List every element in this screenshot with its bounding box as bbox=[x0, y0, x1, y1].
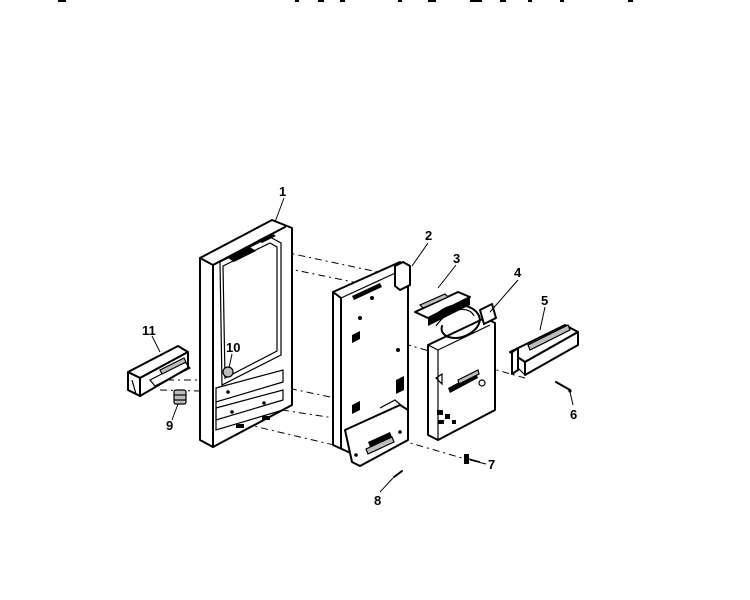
part-2-mounting-bracket bbox=[332, 261, 411, 467]
part-10-clip bbox=[222, 366, 234, 378]
part-1-front-frame bbox=[199, 219, 293, 448]
callout-5: 5 bbox=[541, 293, 548, 308]
callout-7: 7 bbox=[488, 457, 495, 472]
callout-6: 6 bbox=[570, 407, 577, 422]
callout-8: 8 bbox=[374, 493, 381, 508]
callout-2: 2 bbox=[425, 228, 432, 243]
callout-labels: 1 2 3 4 5 6 7 8 9 10 11 bbox=[142, 184, 577, 508]
part-5-rail bbox=[509, 324, 579, 376]
callout-1: 1 bbox=[279, 184, 286, 199]
callout-11: 11 bbox=[142, 323, 156, 338]
part-11-handle bbox=[127, 345, 191, 397]
part-8-screw bbox=[393, 470, 403, 478]
scan-artifacts bbox=[58, 0, 633, 2]
part-9-pin bbox=[173, 389, 187, 405]
callout-9: 9 bbox=[166, 418, 173, 433]
part-7-fastener bbox=[464, 454, 481, 464]
callout-3: 3 bbox=[453, 251, 460, 266]
callout-4: 4 bbox=[514, 265, 522, 280]
callout-10: 10 bbox=[226, 340, 240, 355]
part-6-screw bbox=[555, 381, 572, 393]
part-4-circuit-board bbox=[427, 303, 497, 441]
leader-lines bbox=[151, 197, 574, 493]
